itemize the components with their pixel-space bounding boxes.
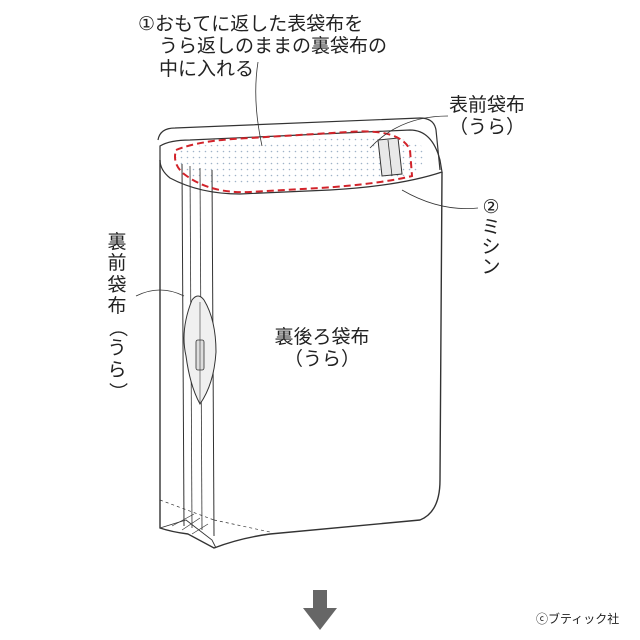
step1-instruction: ①おもてに返した表袋布を うら返しのままの裏袋布の 中に入れる (138, 13, 387, 80)
side-panel-left (181, 163, 185, 527)
front-lining-char: 裏 (107, 231, 127, 253)
step2-char: ミ (481, 215, 501, 238)
outer-bag-rim (159, 129, 443, 195)
front-lining-label: 裏 前 袋 布 （ う ら ） (104, 231, 130, 402)
step2-char: シ (481, 235, 501, 258)
stitch-line (174, 130, 414, 194)
front-outer-label: 表前袋布 （うら） (432, 94, 542, 139)
bag-body (159, 160, 443, 549)
front-outer-label-line1: 表前袋布 (448, 94, 525, 116)
down-arrow-icon (303, 590, 337, 630)
bag-back-top-edge (157, 117, 441, 171)
front-lining-char: う (107, 337, 127, 360)
back-lining-label: 裏後ろ袋布 （うら） (262, 326, 382, 371)
front-lining-char: ら (107, 358, 127, 381)
front-lining-char: 布 (107, 294, 127, 317)
front-lining-char: （ (106, 318, 129, 338)
back-lining-label-line2: （うら） (283, 348, 360, 371)
outer-bag-inner-surface (175, 136, 424, 185)
step2-sew-label: ② ミ シ ン (478, 196, 504, 278)
front-lining-char: 袋 (107, 273, 127, 296)
step1-line2: うら返しのままの裏袋布の (159, 35, 388, 58)
leader-front-outer (369, 115, 449, 149)
leader-step1 (255, 61, 263, 147)
back-lining-label-line1: 裏後ろ袋布 (274, 326, 370, 348)
front-lining-char: 前 (107, 252, 127, 275)
leader-step2 (401, 189, 479, 209)
step1-line3: 中に入れる (159, 57, 255, 80)
front-outer-label-line2: （うら） (448, 116, 525, 139)
step2-char: ② (482, 196, 500, 218)
step2-char: ン (481, 255, 501, 278)
front-lining-char: ） (106, 381, 129, 401)
leader-lining-front (135, 289, 185, 297)
step1-line1: ①おもてに返した表袋布を (138, 13, 364, 35)
copyright-notice: ⓒブティック社 (536, 612, 620, 626)
